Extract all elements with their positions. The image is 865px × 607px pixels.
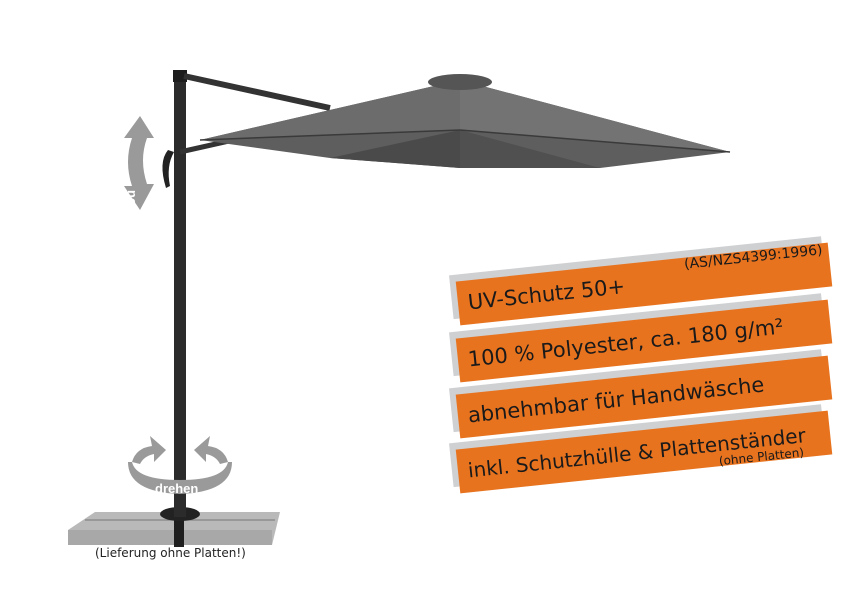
- base-plates: [68, 507, 280, 547]
- rotate-label: drehen: [155, 481, 198, 496]
- banner-text: UV-Schutz 50+: [466, 274, 627, 315]
- pole: [174, 72, 186, 517]
- tilt-arrow-icon: neigen: [124, 116, 154, 232]
- tilt-label: neigen: [125, 190, 140, 232]
- canopy: [199, 74, 731, 168]
- rotate-arrow-icon: drehen: [128, 436, 232, 496]
- delivery-caption: (Lieferung ohne Platten!): [95, 546, 246, 560]
